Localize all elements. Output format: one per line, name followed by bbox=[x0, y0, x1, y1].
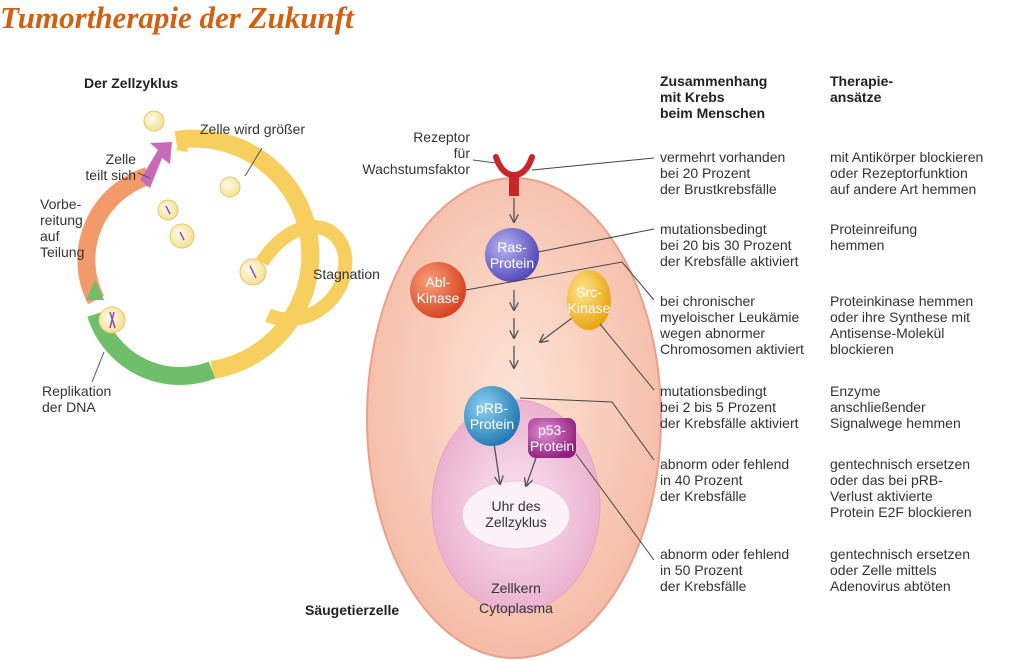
label-clock: Uhr des Zellzyklus bbox=[485, 498, 547, 530]
cycle-arc-replication bbox=[87, 311, 216, 385]
cycle-arrowhead-division bbox=[140, 142, 172, 188]
label-cell-grows: Zelle wird größer bbox=[200, 121, 306, 137]
label-nucleus: Zellkern bbox=[491, 580, 541, 596]
src-kinase-shape bbox=[567, 270, 611, 330]
row-5-cancer: abnorm oder fehlend in 40 Prozent der Kr… bbox=[660, 456, 790, 504]
label-src-kinase: Src- Kinase bbox=[567, 284, 611, 316]
label-p53-protein: p53- Protein bbox=[529, 422, 575, 454]
ras-protein-shape bbox=[485, 228, 539, 282]
page-title: Tumortherapie der Zukunft bbox=[0, 0, 354, 35]
cycle-arc-growth bbox=[174, 129, 320, 379]
cycle-arrowhead-green bbox=[86, 280, 104, 300]
prb-protein-shape bbox=[464, 386, 520, 446]
label-abl-kinase: Abl- Kinase bbox=[416, 274, 460, 306]
row-4-cancer: mutationsbedingt bei 2 bis 5 Prozent der… bbox=[660, 383, 799, 431]
row-5-therapy: gentechnisch ersetzen oder das bei pRB- … bbox=[830, 456, 972, 520]
column-header-cancer: Zusammenhang mit Krebs beim Menschen bbox=[660, 73, 768, 121]
label-preparation: Vorbe- reitung auf Teilung bbox=[40, 196, 85, 260]
cell-cycle-ring bbox=[77, 110, 353, 385]
clock-shape bbox=[461, 480, 571, 550]
row-1-therapy: mit Antikörper blockieren oder Rezeptorf… bbox=[830, 149, 984, 197]
p53-protein-shape bbox=[528, 418, 576, 458]
label-prb-protein: pRB- Protein bbox=[469, 400, 515, 432]
label-mammal-cell: Säugetierzelle bbox=[305, 602, 400, 618]
label-ras-protein: Ras- Protein bbox=[489, 239, 535, 271]
row-1-cancer: vermehrt vorhanden bei 20 Prozent der Br… bbox=[660, 149, 786, 197]
label-receptor: Rezeptor für Wachstumsfaktor bbox=[362, 129, 470, 177]
row-4-therapy: Enzyme anschließender Signalwege hemmen bbox=[830, 383, 961, 431]
row-3-cancer: bei chronischer myeloischer Leukämie weg… bbox=[660, 293, 804, 357]
row-6-cancer: abnorm oder fehlend in 50 Prozent der Kr… bbox=[660, 546, 790, 594]
stagnation-loop bbox=[256, 219, 353, 327]
column-header-therapy: Therapie- ansätze bbox=[830, 73, 894, 105]
label-stagnation: Stagnation bbox=[313, 266, 380, 282]
abl-kinase-shape bbox=[410, 262, 466, 318]
receptor-shape bbox=[493, 154, 535, 196]
label-replication: Replikation der DNA bbox=[42, 383, 112, 415]
cycle-heading: Der Zellzyklus bbox=[84, 75, 179, 91]
row-6-therapy: gentechnisch ersetzen oder Zelle mittels… bbox=[830, 546, 971, 594]
label-cytoplasm: Cytoplasma bbox=[479, 600, 553, 616]
row-3-therapy: Proteinkinase hemmen oder ihre Synthese … bbox=[830, 293, 974, 357]
row-2-therapy: Proteinreifung hemmen bbox=[830, 221, 918, 253]
row-2-cancer: mutationsbedingt bei 20 bis 30 Prozent d… bbox=[660, 221, 799, 269]
cycle-arc-preparation bbox=[77, 167, 151, 305]
label-cell-divides: Zelle teilt sich bbox=[85, 151, 136, 183]
pointer-lines bbox=[465, 157, 655, 561]
